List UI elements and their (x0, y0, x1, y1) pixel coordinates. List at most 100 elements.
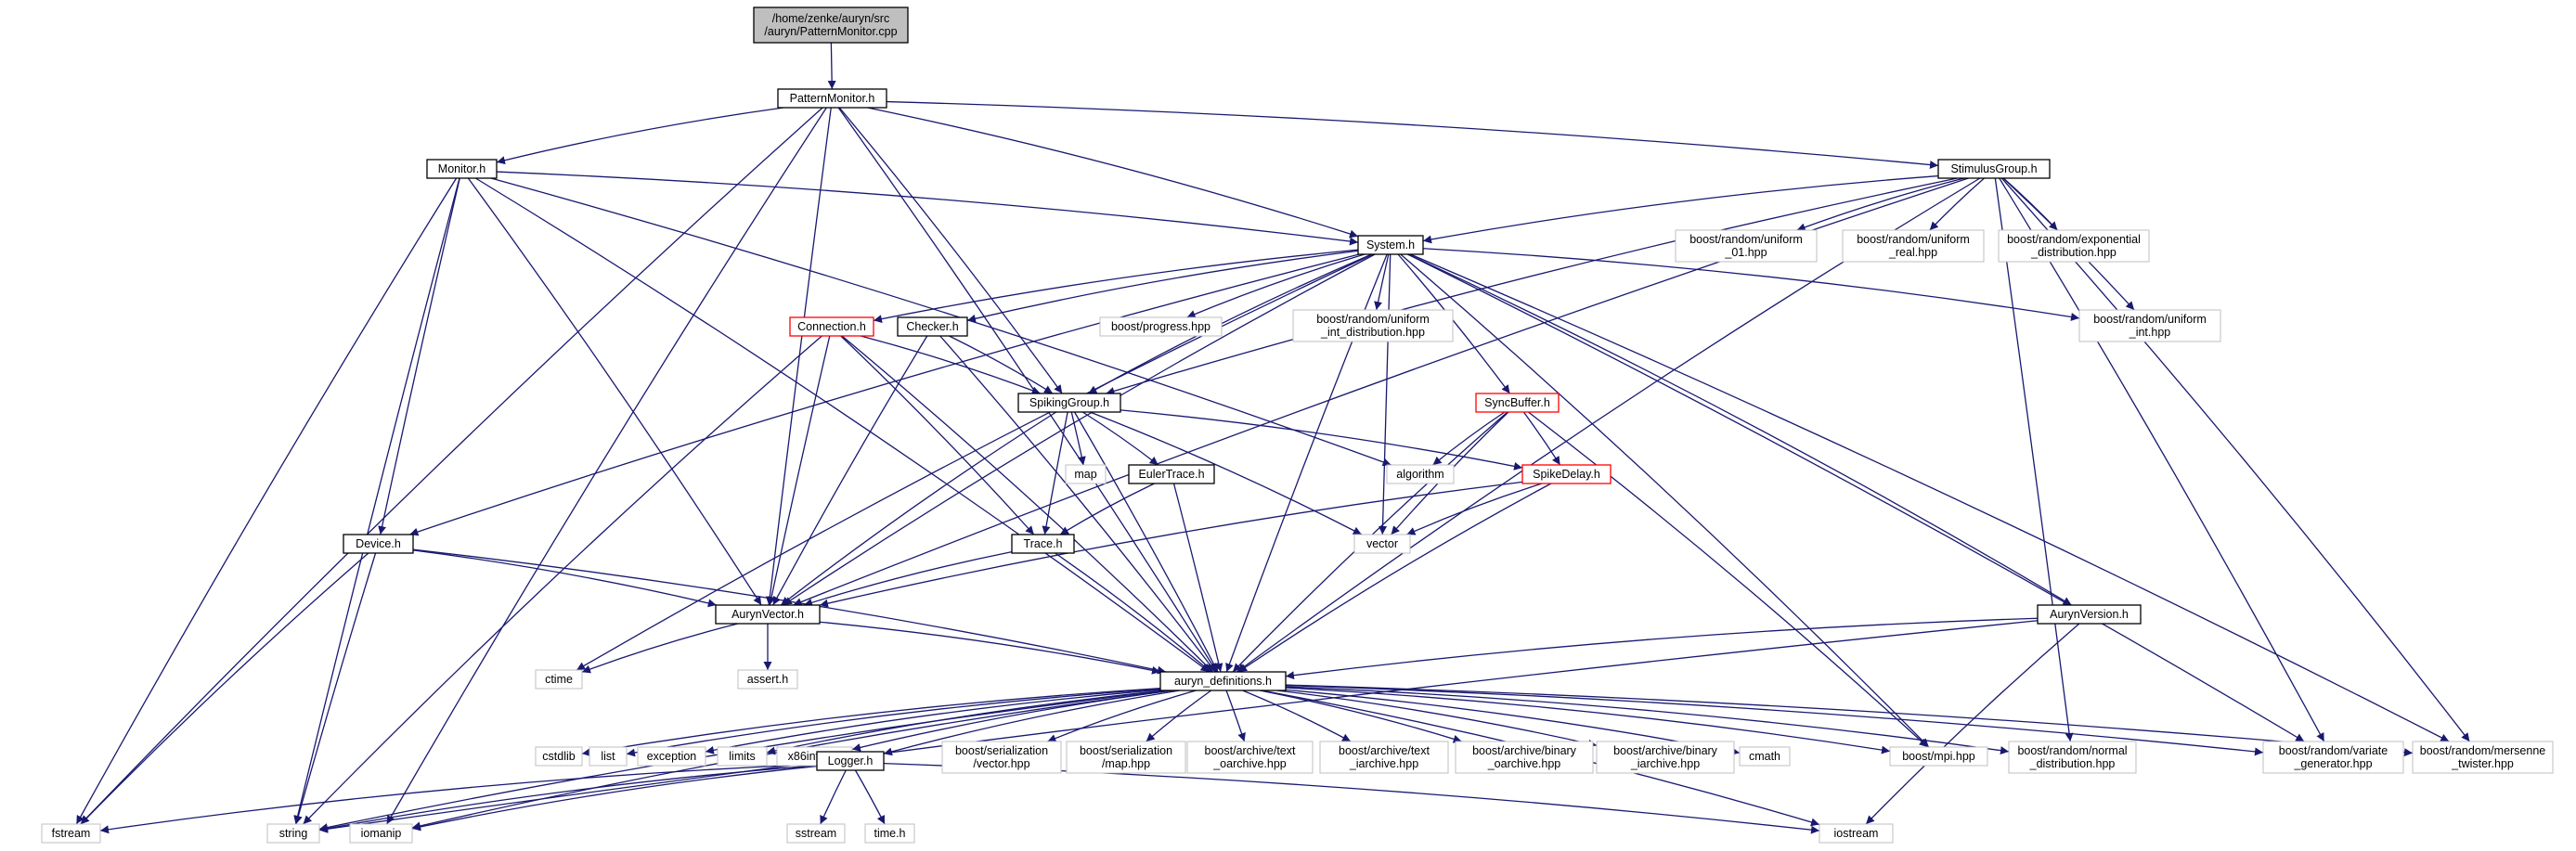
node-logger[interactable]: Logger.h (816, 751, 885, 771)
node-label-normaldist: boost/random/normal (2017, 744, 2127, 757)
edge-logger-to-timeh (854, 769, 886, 825)
node-label-exception: exception (647, 750, 697, 763)
edge-stimulusgroup-to-normaldist (1994, 177, 2074, 742)
node-box-system (1357, 235, 1424, 255)
node-label-mersenne: boost/random/mersenne (2420, 744, 2546, 757)
node-box-definitions (1159, 671, 1287, 691)
edge-connection-to-definitions (841, 335, 1213, 673)
node-aurynvector[interactable]: AurynVector.h (715, 604, 821, 625)
edge-definitions-to-textoarchive (1225, 690, 1246, 742)
edge-spikedelay-to-aurynvector (819, 481, 1523, 608)
edge-logger-to-iomanip (411, 765, 818, 832)
edge-stimulusgroup-to-spikinggroup (1106, 177, 1958, 395)
node-box-timeh (864, 823, 915, 844)
node-label-textiarchive: boost/archive/text (1339, 744, 1430, 757)
node-label-aurynversion: AurynVersion.h (2050, 608, 2129, 621)
node-label-variategen: _generator.hpp (2293, 757, 2372, 770)
edge-definitions-to-servector (1047, 690, 1197, 742)
node-system[interactable]: System.h (1357, 235, 1424, 255)
node-aurynversion[interactable]: AurynVersion.h (2037, 604, 2142, 625)
node-label-uniformint: _int.hpp (2129, 326, 2171, 339)
node-box-logger (816, 751, 885, 771)
node-definitions[interactable]: auryn_definitions.h (1159, 671, 1287, 691)
node-cmath: cmath (1739, 746, 1791, 767)
edge-syncbuffer-to-mpi (1528, 411, 1929, 748)
node-box-progress (1099, 316, 1223, 337)
edge-spikinggroup-to-vector (1089, 411, 1363, 535)
node-iostream: iostream (1819, 823, 1894, 844)
edge-monitor-to-aurynvector (467, 177, 762, 606)
node-label-cstdlib: cstdlib (542, 750, 575, 763)
node-uniformintdist: boost/random/uniform_int_distribution.hp… (1292, 309, 1454, 342)
node-box-connection (789, 316, 874, 337)
node-box-variategen (2262, 741, 2404, 774)
node-trace[interactable]: Trace.h (1011, 534, 1075, 554)
edge-spikinggroup-to-definitions (1073, 411, 1219, 673)
edge-definitions-to-list (626, 688, 1161, 757)
node-box-device (343, 534, 414, 554)
edge-connection-to-trace (840, 335, 1035, 535)
edge-definitions-to-exception (705, 689, 1161, 754)
node-root[interactable]: /home/zenke/auryn/src/auryn/PatternMonit… (753, 6, 909, 44)
node-box-spikedelay (1521, 464, 1612, 484)
node-box-cmath (1739, 746, 1791, 767)
node-spikinggroup[interactable]: SpikingGroup.h (1017, 393, 1121, 413)
edge-spikinggroup-to-trace (1042, 411, 1068, 535)
node-label-uniformintdist: _int_distribution.hpp (1320, 326, 1425, 339)
node-servector: boost/serialization/vector.hpp (941, 741, 1062, 774)
node-biniarchive: boost/archive/binary_iarchive.hpp (1596, 741, 1735, 774)
node-label-spikedelay: SpikeDelay.h (1533, 468, 1600, 481)
node-label-vector: vector (1366, 537, 1398, 550)
node-monitor[interactable]: Monitor.h (426, 159, 498, 179)
node-label-mpi: boost/mpi.hpp (1902, 750, 1975, 763)
node-syncbuffer[interactable]: SyncBuffer.h (1475, 393, 1560, 413)
node-label-system: System.h (1366, 239, 1415, 251)
node-box-iostream (1819, 823, 1894, 844)
edge-monitor-to-algorithm (490, 177, 1392, 467)
node-box-algorithm (1386, 464, 1455, 484)
node-label-definitions: auryn_definitions.h (1174, 675, 1272, 688)
edge-stimulusgroup-to-variategen (1999, 177, 2325, 742)
edge-stimulusgroup-to-uniformreal (1929, 177, 1985, 231)
node-label-list: list (601, 750, 615, 763)
node-box-expdist (1998, 229, 2150, 263)
edge-system-to-uniformint (1422, 248, 2080, 321)
edge-system-to-mpi (1400, 253, 1930, 748)
node-textiarchive: boost/archive/text_iarchive.hpp (1319, 741, 1449, 774)
node-label-root: /home/zenke/auryn/src (772, 12, 889, 25)
edge-device-to-definitions (412, 548, 1167, 675)
edge-connection-to-string (303, 335, 822, 825)
node-box-string (266, 823, 320, 844)
node-normaldist: boost/random/normal_distribution.hpp (2008, 741, 2137, 774)
node-box-limits (717, 746, 768, 767)
node-textoarchive: boost/archive/text_oarchive.hpp (1186, 741, 1314, 774)
node-stimulusgroup[interactable]: StimulusGroup.h (1937, 159, 2051, 179)
node-label-sermap: boost/serialization (1080, 744, 1172, 757)
node-label-normaldist: _distribution.hpp (2029, 757, 2116, 770)
edge-syncbuffer-to-spikedelay (1522, 411, 1561, 466)
node-exception: exception (637, 746, 706, 767)
node-checker[interactable]: Checker.h (897, 316, 968, 337)
edge-system-to-syncbuffer (1397, 253, 1510, 394)
node-mersenne: boost/random/mersenne_twister.hpp (2412, 741, 2554, 774)
edge-monitor-to-device (378, 177, 460, 535)
node-device[interactable]: Device.h (343, 534, 414, 554)
node-label-limits: limits (729, 750, 755, 763)
node-patternmonitor[interactable]: PatternMonitor.h (777, 88, 887, 109)
edge-patternmonitor-to-fstream (80, 107, 823, 825)
node-label-logger: Logger.h (828, 754, 874, 767)
edge-logger-to-sstream (820, 769, 847, 825)
edge-stimulusgroup-to-mersenne (2000, 177, 2470, 742)
node-box-aurynvector (715, 604, 821, 625)
node-connection[interactable]: Connection.h (789, 316, 874, 337)
node-label-sermap: /map.hpp (1102, 757, 1150, 770)
edge-trace-to-definitions (1055, 552, 1211, 673)
node-iomanip: iomanip (349, 823, 413, 844)
edge-monitor-to-fstream (75, 177, 458, 825)
node-spikedelay[interactable]: SpikeDelay.h (1521, 464, 1612, 484)
node-label-algorithm: algorithm (1396, 468, 1443, 481)
node-label-checker: Checker.h (906, 320, 958, 333)
node-box-stimulusgroup (1937, 159, 2051, 179)
node-eulertrace[interactable]: EulerTrace.h (1128, 464, 1215, 484)
